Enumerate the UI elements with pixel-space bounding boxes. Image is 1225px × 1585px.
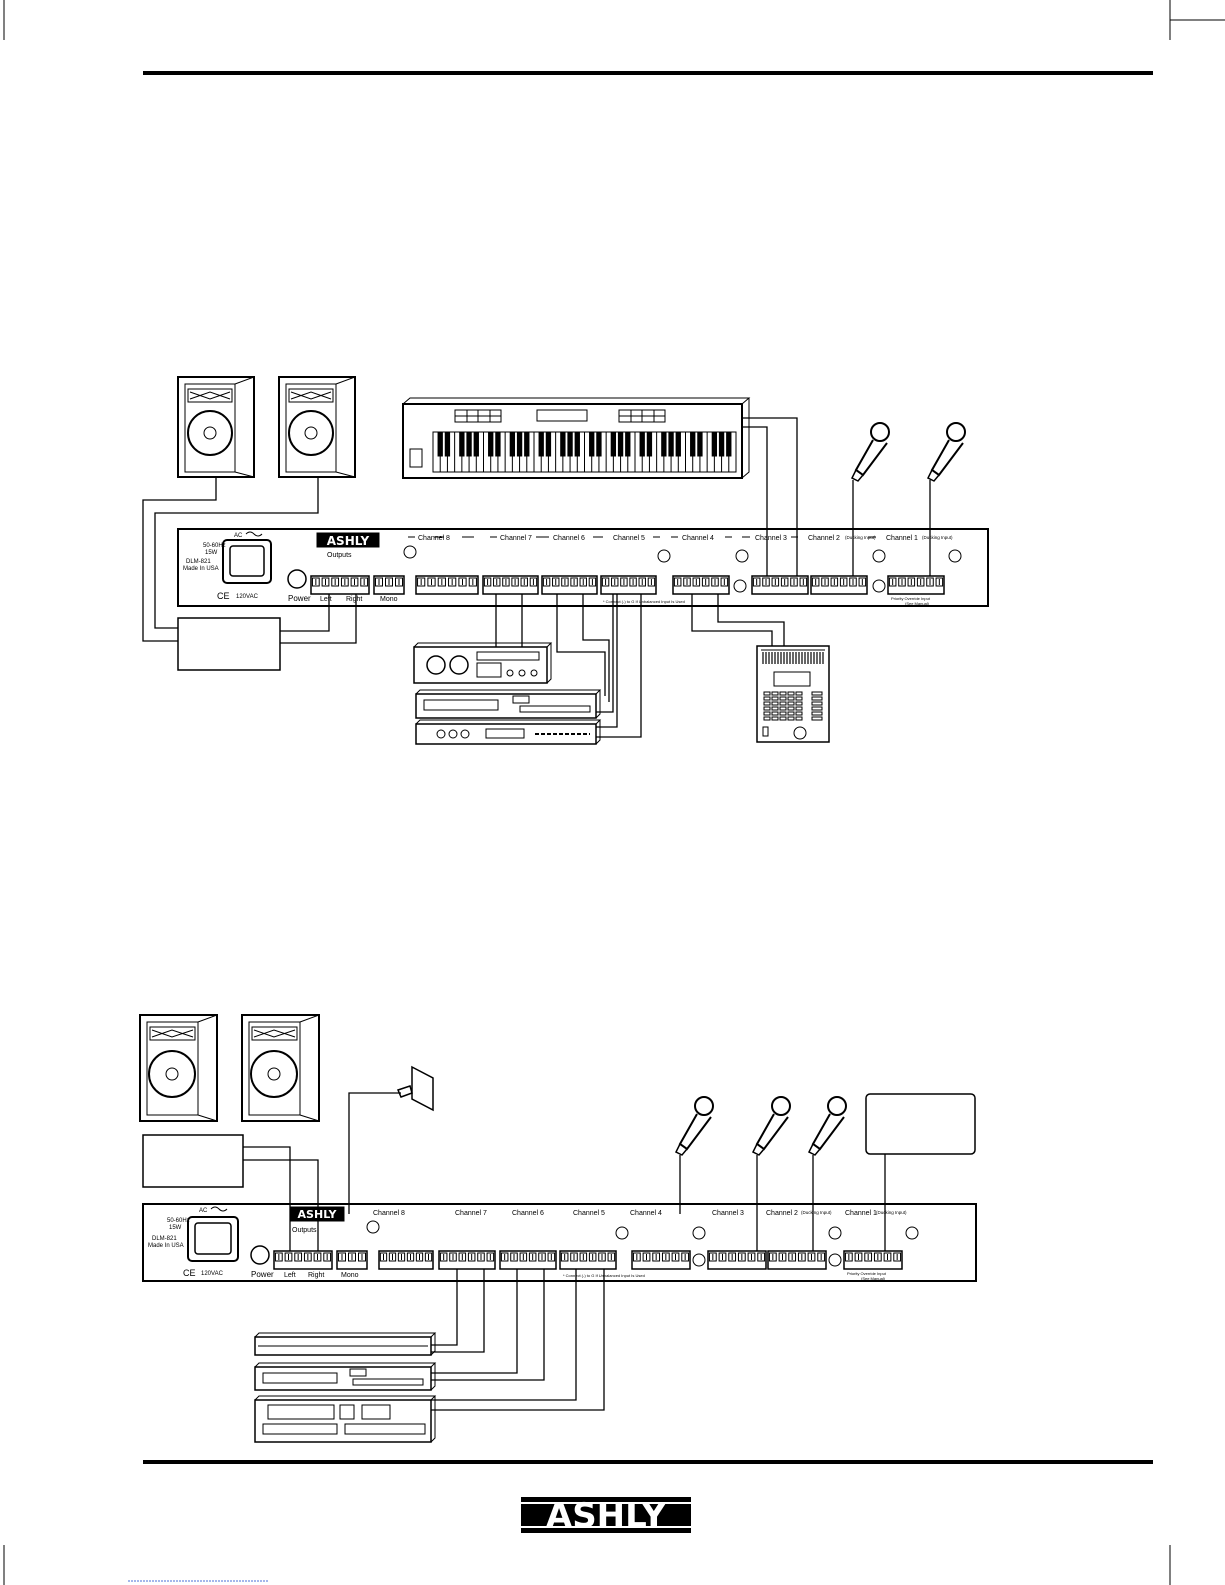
channel-8-label: Channel 8 bbox=[418, 535, 450, 542]
cassette-deck-icon bbox=[254, 1395, 437, 1443]
model-text: DLM-821 bbox=[152, 1236, 177, 1242]
priority-note: Priority Override Input bbox=[891, 596, 931, 601]
crop-marks bbox=[3, 0, 1225, 1585]
cables bbox=[243, 1146, 886, 1411]
power-amp-box bbox=[142, 1134, 244, 1188]
ducking-tag: (Ducking Input) bbox=[801, 1210, 832, 1215]
cassette-deck-icon bbox=[254, 1362, 437, 1391]
top-rule bbox=[143, 71, 1153, 75]
microphone-icon bbox=[807, 1096, 847, 1156]
cd-player-icon bbox=[415, 719, 602, 745]
cables bbox=[142, 417, 931, 738]
bottom-rule bbox=[143, 1460, 1153, 1464]
ce-mark: CE bbox=[183, 1268, 196, 1278]
drum-machine-icon bbox=[756, 645, 830, 743]
channel-1-label: Channel 1 bbox=[845, 1210, 877, 1217]
speaker-icon bbox=[278, 376, 356, 478]
channel-3-label: Channel 3 bbox=[755, 535, 787, 542]
cassette-deck-icon bbox=[415, 689, 602, 719]
power-spec-text: 15W bbox=[169, 1225, 182, 1231]
amplifier-icon bbox=[413, 642, 553, 684]
ac-label: AC bbox=[234, 533, 243, 539]
channel-6-label: Channel 6 bbox=[512, 1210, 544, 1217]
drum-pads bbox=[763, 691, 823, 721]
priority-note: Priority Override Input bbox=[847, 1271, 887, 1276]
ducking-tag: (Ducking Input) bbox=[876, 1210, 907, 1215]
speaker-icon bbox=[139, 1014, 218, 1122]
terminal-blocks bbox=[311, 577, 944, 587]
see-manual-note: (See Manual) bbox=[861, 1276, 886, 1281]
unbalanced-note: * Connect (-) to G If Unbalanced Input I… bbox=[563, 1273, 645, 1278]
model-text: Made In USA bbox=[183, 566, 219, 572]
brand-logo: ASHLY bbox=[546, 1496, 667, 1536]
ce-mark: CE bbox=[217, 591, 230, 601]
power-amp-box bbox=[177, 617, 281, 671]
outputs-label: Outputs bbox=[327, 552, 352, 559]
microphone-icon bbox=[751, 1096, 791, 1156]
see-manual-note: (See Manual) bbox=[905, 601, 930, 606]
microphone-icon bbox=[674, 1096, 714, 1156]
footer-logo: ASHLY bbox=[521, 1496, 691, 1536]
channel-2-label: Channel 2 bbox=[766, 1210, 798, 1217]
mono-label: Mono bbox=[341, 1272, 359, 1279]
speaker-icon bbox=[177, 376, 255, 478]
power-label: Power bbox=[251, 1270, 274, 1279]
microphone-icon bbox=[926, 422, 966, 482]
voltage-text: 120VAC bbox=[201, 1271, 224, 1277]
channel-5-label: Channel 5 bbox=[573, 1210, 605, 1217]
diagram-2 bbox=[139, 1014, 977, 1443]
panel-labels-2: 50-60Hz 15W AC DLM-821 Made In USA CE 12… bbox=[148, 1206, 907, 1281]
speaker-icon bbox=[241, 1014, 320, 1122]
channel-6-label: Channel 6 bbox=[553, 535, 585, 542]
model-text: DLM-821 bbox=[186, 559, 211, 565]
panel-logo: ASHLY bbox=[298, 1208, 338, 1221]
left-label: Left bbox=[284, 1272, 296, 1279]
channel-7-label: Channel 7 bbox=[500, 535, 532, 542]
channel-1-label: Channel 1 bbox=[886, 535, 918, 542]
ducking-tag: (Ducking Input) bbox=[845, 535, 876, 540]
panel-labels-1: 50-60Hz 15W AC DLM-821 Made In USA CE 12… bbox=[183, 531, 953, 606]
right-label: Right bbox=[308, 1272, 324, 1279]
microphone-icon bbox=[850, 422, 890, 482]
ducking-tag: (Ducking Input) bbox=[922, 535, 953, 540]
ac-label: AC bbox=[199, 1208, 208, 1214]
mono-label: Mono bbox=[380, 596, 398, 603]
power-spec-text: 50-60Hz bbox=[167, 1218, 190, 1224]
left-label: Left bbox=[320, 596, 332, 603]
channel-3-label: Channel 3 bbox=[712, 1210, 744, 1217]
cd-player-icon bbox=[254, 1332, 437, 1356]
right-label: Right bbox=[346, 596, 362, 603]
keyboard-keys bbox=[437, 431, 732, 472]
model-text: Made In USA bbox=[148, 1243, 184, 1249]
power-spec-text: 50-60Hz bbox=[203, 543, 226, 549]
outputs-label: Outputs bbox=[292, 1227, 317, 1234]
channel-5-label: Channel 5 bbox=[613, 535, 645, 542]
power-label: Power bbox=[288, 594, 311, 603]
unbalanced-note: * Connect (-) to G If Unbalanced Input I… bbox=[603, 599, 685, 604]
rear-panel bbox=[177, 528, 989, 607]
wall-outlet-icon bbox=[348, 1065, 434, 1214]
channel-4-label: Channel 4 bbox=[682, 535, 714, 542]
terminal-blocks bbox=[274, 1252, 902, 1262]
channel-4-label: Channel 4 bbox=[630, 1210, 662, 1217]
power-spec-text: 15W bbox=[205, 550, 218, 556]
channel-8-label: Channel 8 bbox=[373, 1210, 405, 1217]
voltage-text: 120VAC bbox=[236, 594, 259, 600]
paging-source-box bbox=[865, 1093, 976, 1155]
channel-7-label: Channel 7 bbox=[455, 1210, 487, 1217]
rear-panel bbox=[142, 1203, 977, 1282]
panel-logo: ASHLY bbox=[327, 534, 370, 548]
channel-2-label: Channel 2 bbox=[808, 535, 840, 542]
diagram-1 bbox=[142, 376, 989, 745]
